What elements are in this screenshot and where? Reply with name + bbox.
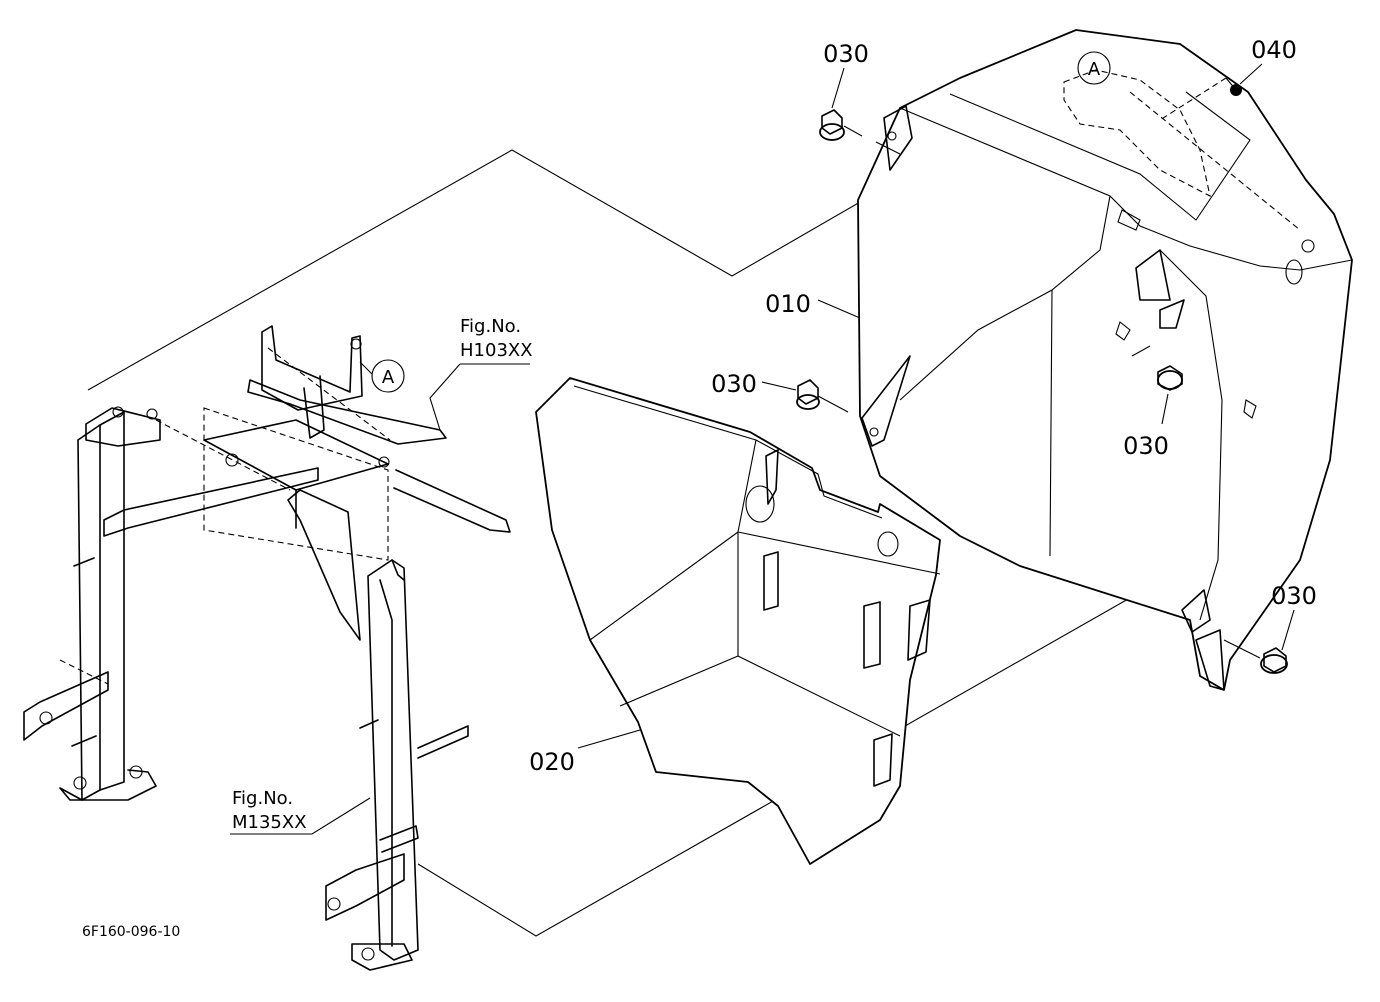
part-number-020: 020 xyxy=(529,748,575,776)
part-020-inner-panel xyxy=(535,377,941,865)
drawing-number: 6F160-096-10 xyxy=(82,924,180,940)
fastener-030-bottom xyxy=(1223,639,1288,674)
part-number-030-mid-right: 030 xyxy=(1123,432,1169,460)
fastener-030-mid-left xyxy=(796,379,849,413)
part-number-010: 010 xyxy=(765,290,811,318)
callout-a-hood: A xyxy=(1077,51,1111,85)
callout-a-frame-letter: A xyxy=(382,367,395,388)
part-number-030-mid-left: 030 xyxy=(711,370,757,398)
part-number-030-top: 030 xyxy=(823,40,869,68)
ref-h103-code: H103XX xyxy=(460,340,533,361)
callout-a-frame: A xyxy=(371,359,405,393)
callout-a-hood-letter: A xyxy=(1088,59,1101,80)
part-number-040: 040 xyxy=(1251,36,1297,64)
fastener-040 xyxy=(1225,77,1242,96)
leader-lines xyxy=(230,63,1295,835)
ref-m135-caption: Fig.No. xyxy=(232,788,293,809)
assembly-outline xyxy=(87,149,1145,937)
frame-assembly xyxy=(23,325,511,971)
ref-m135-code: M135XX xyxy=(232,812,307,833)
part-number-030-bottom: 030 xyxy=(1271,582,1317,610)
fastener-030-mid-right xyxy=(1131,345,1183,391)
fastener-030-top xyxy=(819,109,901,155)
ref-h103-caption: Fig.No. xyxy=(460,316,521,337)
part-010-hood xyxy=(857,29,1353,691)
